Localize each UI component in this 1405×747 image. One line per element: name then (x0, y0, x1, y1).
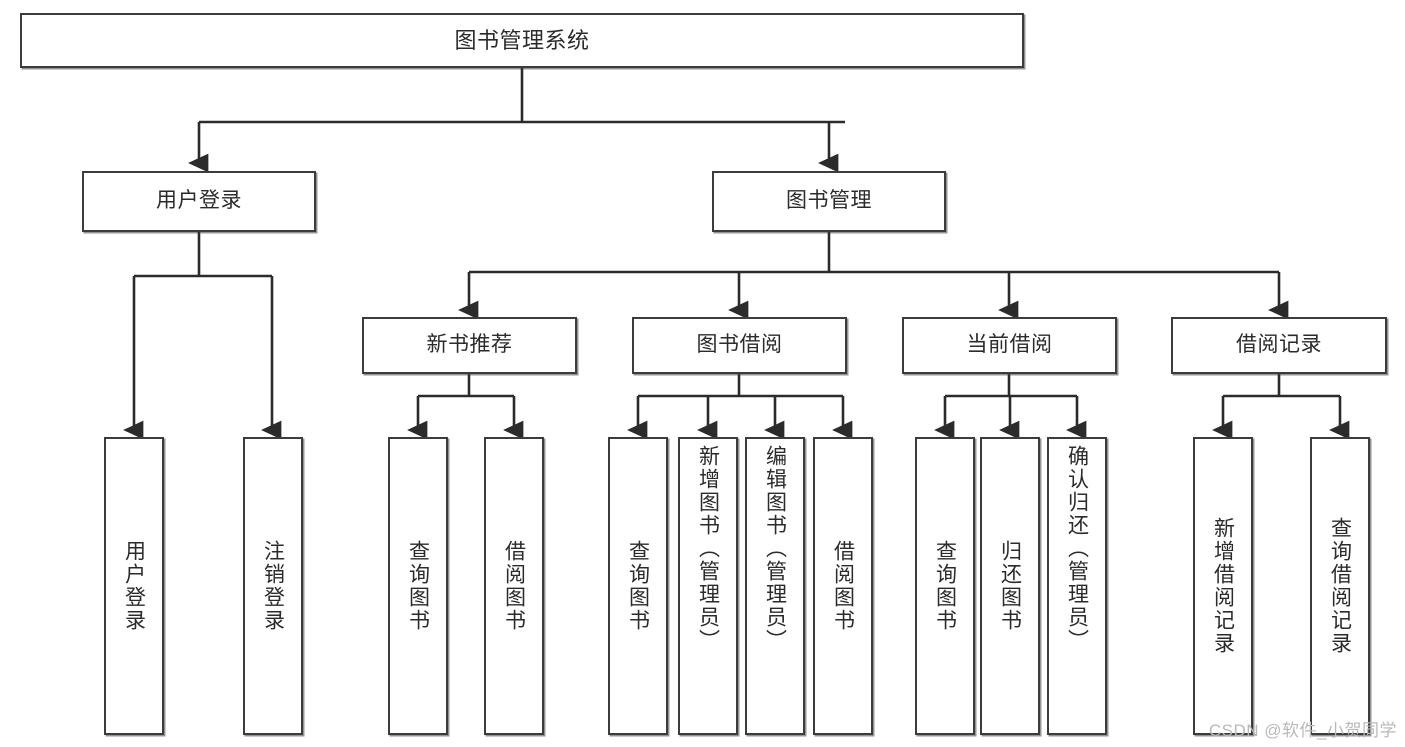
node-label: 当前借阅 (966, 333, 1053, 357)
node-label: 借阅图书 (502, 540, 526, 632)
node-label: 借阅记录 (1236, 333, 1322, 357)
node-label: 注销登录 (261, 540, 285, 632)
node-label: 图书管理系统 (454, 27, 590, 53)
node-book-borrow[interactable]: 图书借阅 (632, 317, 847, 374)
node-label: 新书推荐 (426, 333, 513, 357)
leaf-book-borrow-borrow-book[interactable]: 借阅图书 (813, 437, 873, 735)
leaf-current-borrow-return-book[interactable]: 归还图书 (980, 437, 1040, 735)
node-current-borrow[interactable]: 当前借阅 (902, 317, 1117, 374)
node-new-book-recommend[interactable]: 新书推荐 (362, 317, 577, 374)
node-label: 新增图书（管理员） (696, 445, 720, 652)
node-label: 查询图书 (406, 540, 430, 632)
leaf-user-login-logout[interactable]: 注销登录 (243, 437, 303, 735)
node-label: 图书借阅 (696, 333, 783, 357)
node-label: 编辑图书（管理员） (763, 445, 787, 652)
node-label: 确认归还（管理员） (1065, 445, 1089, 652)
node-label: 图书管理 (786, 189, 872, 213)
node-label: 查询图书 (626, 540, 650, 632)
node-book-management[interactable]: 图书管理 (712, 171, 946, 232)
leaf-book-borrow-edit-book-admin[interactable]: 编辑图书（管理员） (745, 437, 805, 735)
node-borrow-record[interactable]: 借阅记录 (1171, 317, 1387, 374)
node-root-book-management-system[interactable]: 图书管理系统 (20, 13, 1024, 68)
node-label: 用户登录 (156, 189, 242, 213)
node-label: 新增借阅记录 (1211, 517, 1235, 655)
leaf-book-borrow-add-book-admin[interactable]: 新增图书（管理员） (678, 437, 738, 735)
node-user-login[interactable]: 用户登录 (82, 171, 316, 232)
leaf-current-borrow-query-book[interactable]: 查询图书 (915, 437, 975, 735)
node-label: 查询借阅记录 (1328, 517, 1352, 655)
node-label: 借阅图书 (831, 540, 855, 632)
leaf-user-login-login[interactable]: 用户登录 (104, 437, 164, 735)
node-label: 归还图书 (998, 540, 1022, 632)
leaf-book-borrow-query-book[interactable]: 查询图书 (608, 437, 668, 735)
leaf-new-book-borrow-book[interactable]: 借阅图书 (484, 437, 544, 735)
leaf-borrow-record-add-record[interactable]: 新增借阅记录 (1193, 437, 1253, 735)
leaf-borrow-record-query-record[interactable]: 查询借阅记录 (1310, 437, 1370, 735)
node-label: 查询图书 (933, 540, 957, 632)
leaf-current-borrow-confirm-return-admin[interactable]: 确认归还（管理员） (1047, 437, 1107, 735)
csdn-watermark: CSDN @软件_小贺同学 (1208, 721, 1397, 740)
node-label: 用户登录 (122, 540, 146, 632)
leaf-new-book-query-book[interactable]: 查询图书 (388, 437, 448, 735)
